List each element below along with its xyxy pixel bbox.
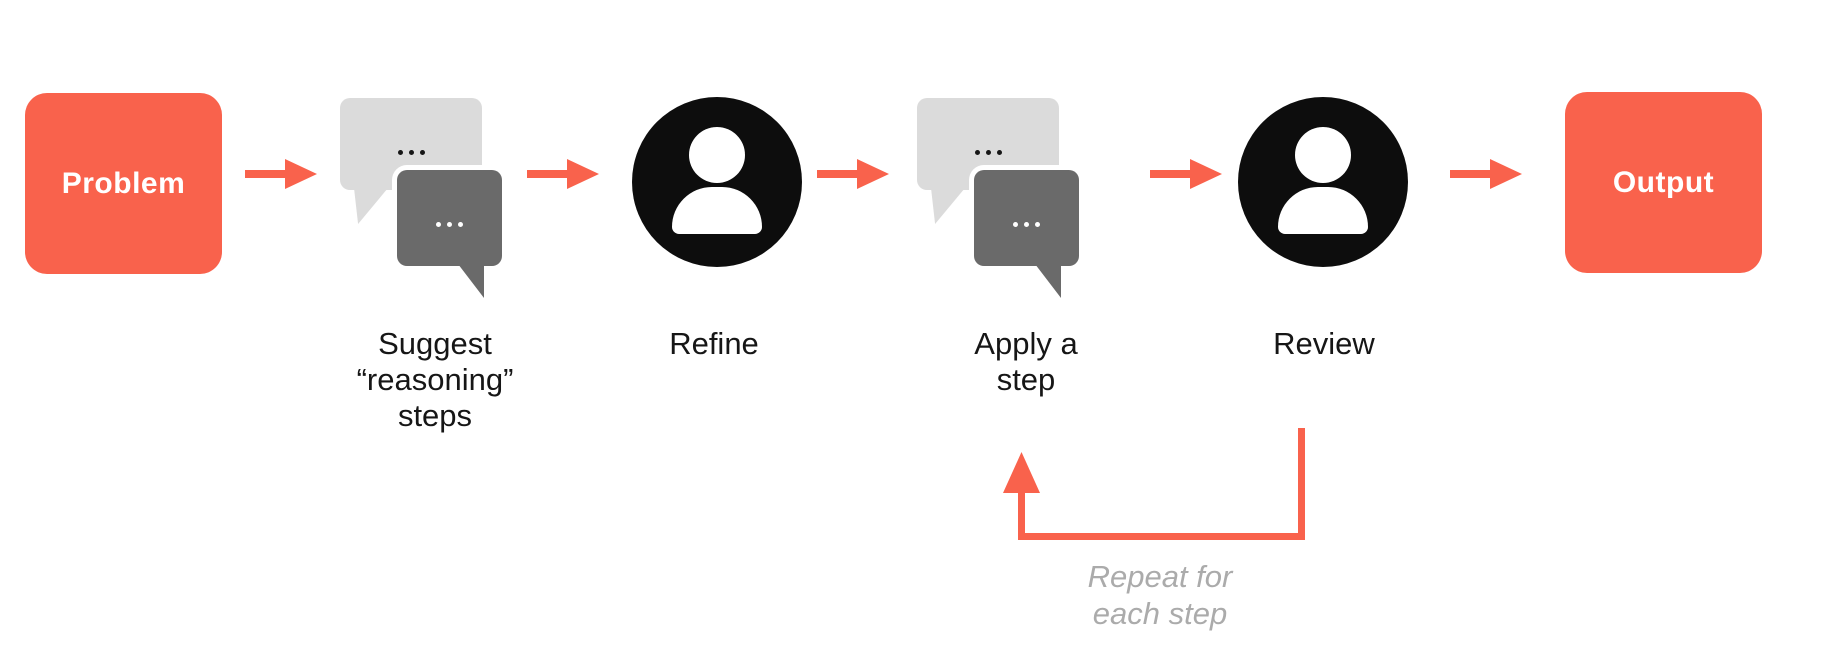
speech-bubble-light-tail [354, 188, 388, 224]
output-node-label: Output [1612, 165, 1715, 199]
person-icon [1238, 97, 1408, 267]
speech-bubble-dark-tail [1035, 264, 1061, 298]
ellipsis-dots [975, 150, 1002, 155]
speech-bubble-dark [397, 170, 502, 266]
person-body [1278, 187, 1368, 234]
problem-node-label: Problem [61, 166, 186, 200]
label-suggest-reasoning-steps: Suggest “reasoning” steps [285, 326, 585, 434]
person-head [1295, 127, 1351, 183]
speech-bubble-light-tail [931, 188, 965, 224]
arrow-right-icon [1150, 156, 1222, 192]
arrow-right-icon [245, 156, 317, 192]
loop-caption-line: each step [1092, 596, 1228, 631]
person-head [689, 127, 745, 183]
chat-bubbles-icon [917, 98, 1082, 300]
loop-back-arrow-icon [985, 420, 1325, 550]
output-node: Output [1565, 92, 1762, 273]
ellipsis-dots [398, 150, 425, 155]
loop-caption: Repeat for each step [1010, 558, 1310, 632]
label-line: Review [1273, 326, 1375, 361]
speech-bubble-dark-tail [458, 264, 484, 298]
chat-bubbles-icon [340, 98, 505, 300]
arrow-right-icon [817, 156, 889, 192]
person-body [672, 187, 762, 234]
label-line: Apply a [974, 326, 1078, 361]
label-review: Review [1174, 326, 1474, 362]
speech-bubble-dark [974, 170, 1079, 266]
problem-node: Problem [25, 93, 222, 274]
arrow-right-icon [527, 156, 599, 192]
label-line: steps [397, 398, 473, 433]
label-line: Suggest [378, 326, 492, 361]
arrow-right-icon [1450, 156, 1522, 192]
label-line: “reasoning” [356, 362, 514, 397]
loop-caption-line: Repeat for [1087, 559, 1233, 594]
label-line: Refine [669, 326, 759, 361]
ellipsis-dots [1013, 222, 1040, 227]
label-apply-a-step: Apply a step [876, 326, 1176, 398]
person-icon [632, 97, 802, 267]
ellipsis-dots [436, 222, 463, 227]
label-refine: Refine [564, 326, 864, 362]
label-line: step [996, 362, 1056, 397]
